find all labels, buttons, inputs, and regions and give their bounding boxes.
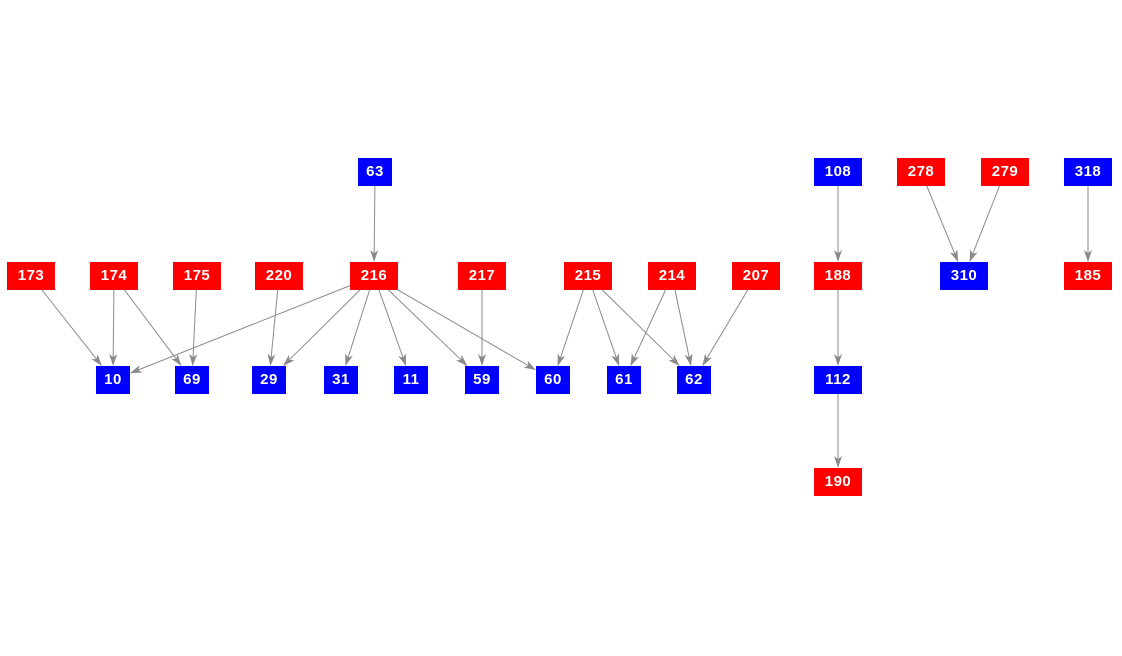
graph-edge-215-61 (592, 289, 620, 367)
graph-edge-216-60 (397, 289, 536, 371)
graph-edge-215-62 (601, 289, 680, 367)
graph-node-207: 207 (732, 262, 780, 290)
graph-edge-214-62 (674, 289, 693, 366)
graph-node-220: 220 (255, 262, 303, 290)
graph-edge-215-60 (557, 289, 584, 367)
graph-edge-207-62 (702, 289, 749, 366)
graph-node-11: 11 (394, 366, 428, 394)
graph-edge-279-310 (969, 185, 1000, 263)
graph-edge-216-29 (283, 289, 361, 367)
graph-node-62: 62 (677, 366, 711, 394)
graph-node-188: 188 (814, 262, 862, 290)
graph-edge-174-10 (109, 289, 118, 366)
graph-edge-216-59 (388, 289, 468, 366)
graph-node-173: 173 (7, 262, 55, 290)
graph-edge-220-29 (267, 289, 279, 366)
graph-node-63: 63 (358, 158, 392, 186)
graph-node-310: 310 (940, 262, 988, 290)
graph-node-29: 29 (252, 366, 286, 394)
graph-edge-214-61 (630, 289, 666, 367)
graph-node-10: 10 (96, 366, 130, 394)
graph-node-108: 108 (814, 158, 862, 186)
graph-edge-63-216 (370, 185, 379, 262)
graph-node-174: 174 (90, 262, 138, 290)
graph-node-215: 215 (564, 262, 612, 290)
graph-node-214: 214 (648, 262, 696, 290)
graph-node-60: 60 (536, 366, 570, 394)
graph-node-31: 31 (324, 366, 358, 394)
graph-node-217: 217 (458, 262, 506, 290)
graph-node-216: 216 (350, 262, 398, 290)
graph-edge-174-69 (124, 289, 182, 367)
graph-node-278: 278 (897, 158, 945, 186)
graph-node-61: 61 (607, 366, 641, 394)
graph-edge-216-31 (345, 289, 371, 366)
graph-edge-278-310 (926, 185, 959, 263)
graph-edge-173-10 (41, 289, 102, 366)
graph-node-59: 59 (465, 366, 499, 394)
graph-node-318: 318 (1064, 158, 1112, 186)
graph-edge-175-69 (189, 289, 198, 366)
graph-edge-216-11 (378, 289, 407, 367)
graph-edge-216-10 (129, 285, 351, 374)
graph-node-190: 190 (814, 468, 862, 496)
graph-node-69: 69 (175, 366, 209, 394)
graph-node-279: 279 (981, 158, 1029, 186)
graph-node-175: 175 (173, 262, 221, 290)
graph-node-112: 112 (814, 366, 862, 394)
graph-node-185: 185 (1064, 262, 1112, 290)
